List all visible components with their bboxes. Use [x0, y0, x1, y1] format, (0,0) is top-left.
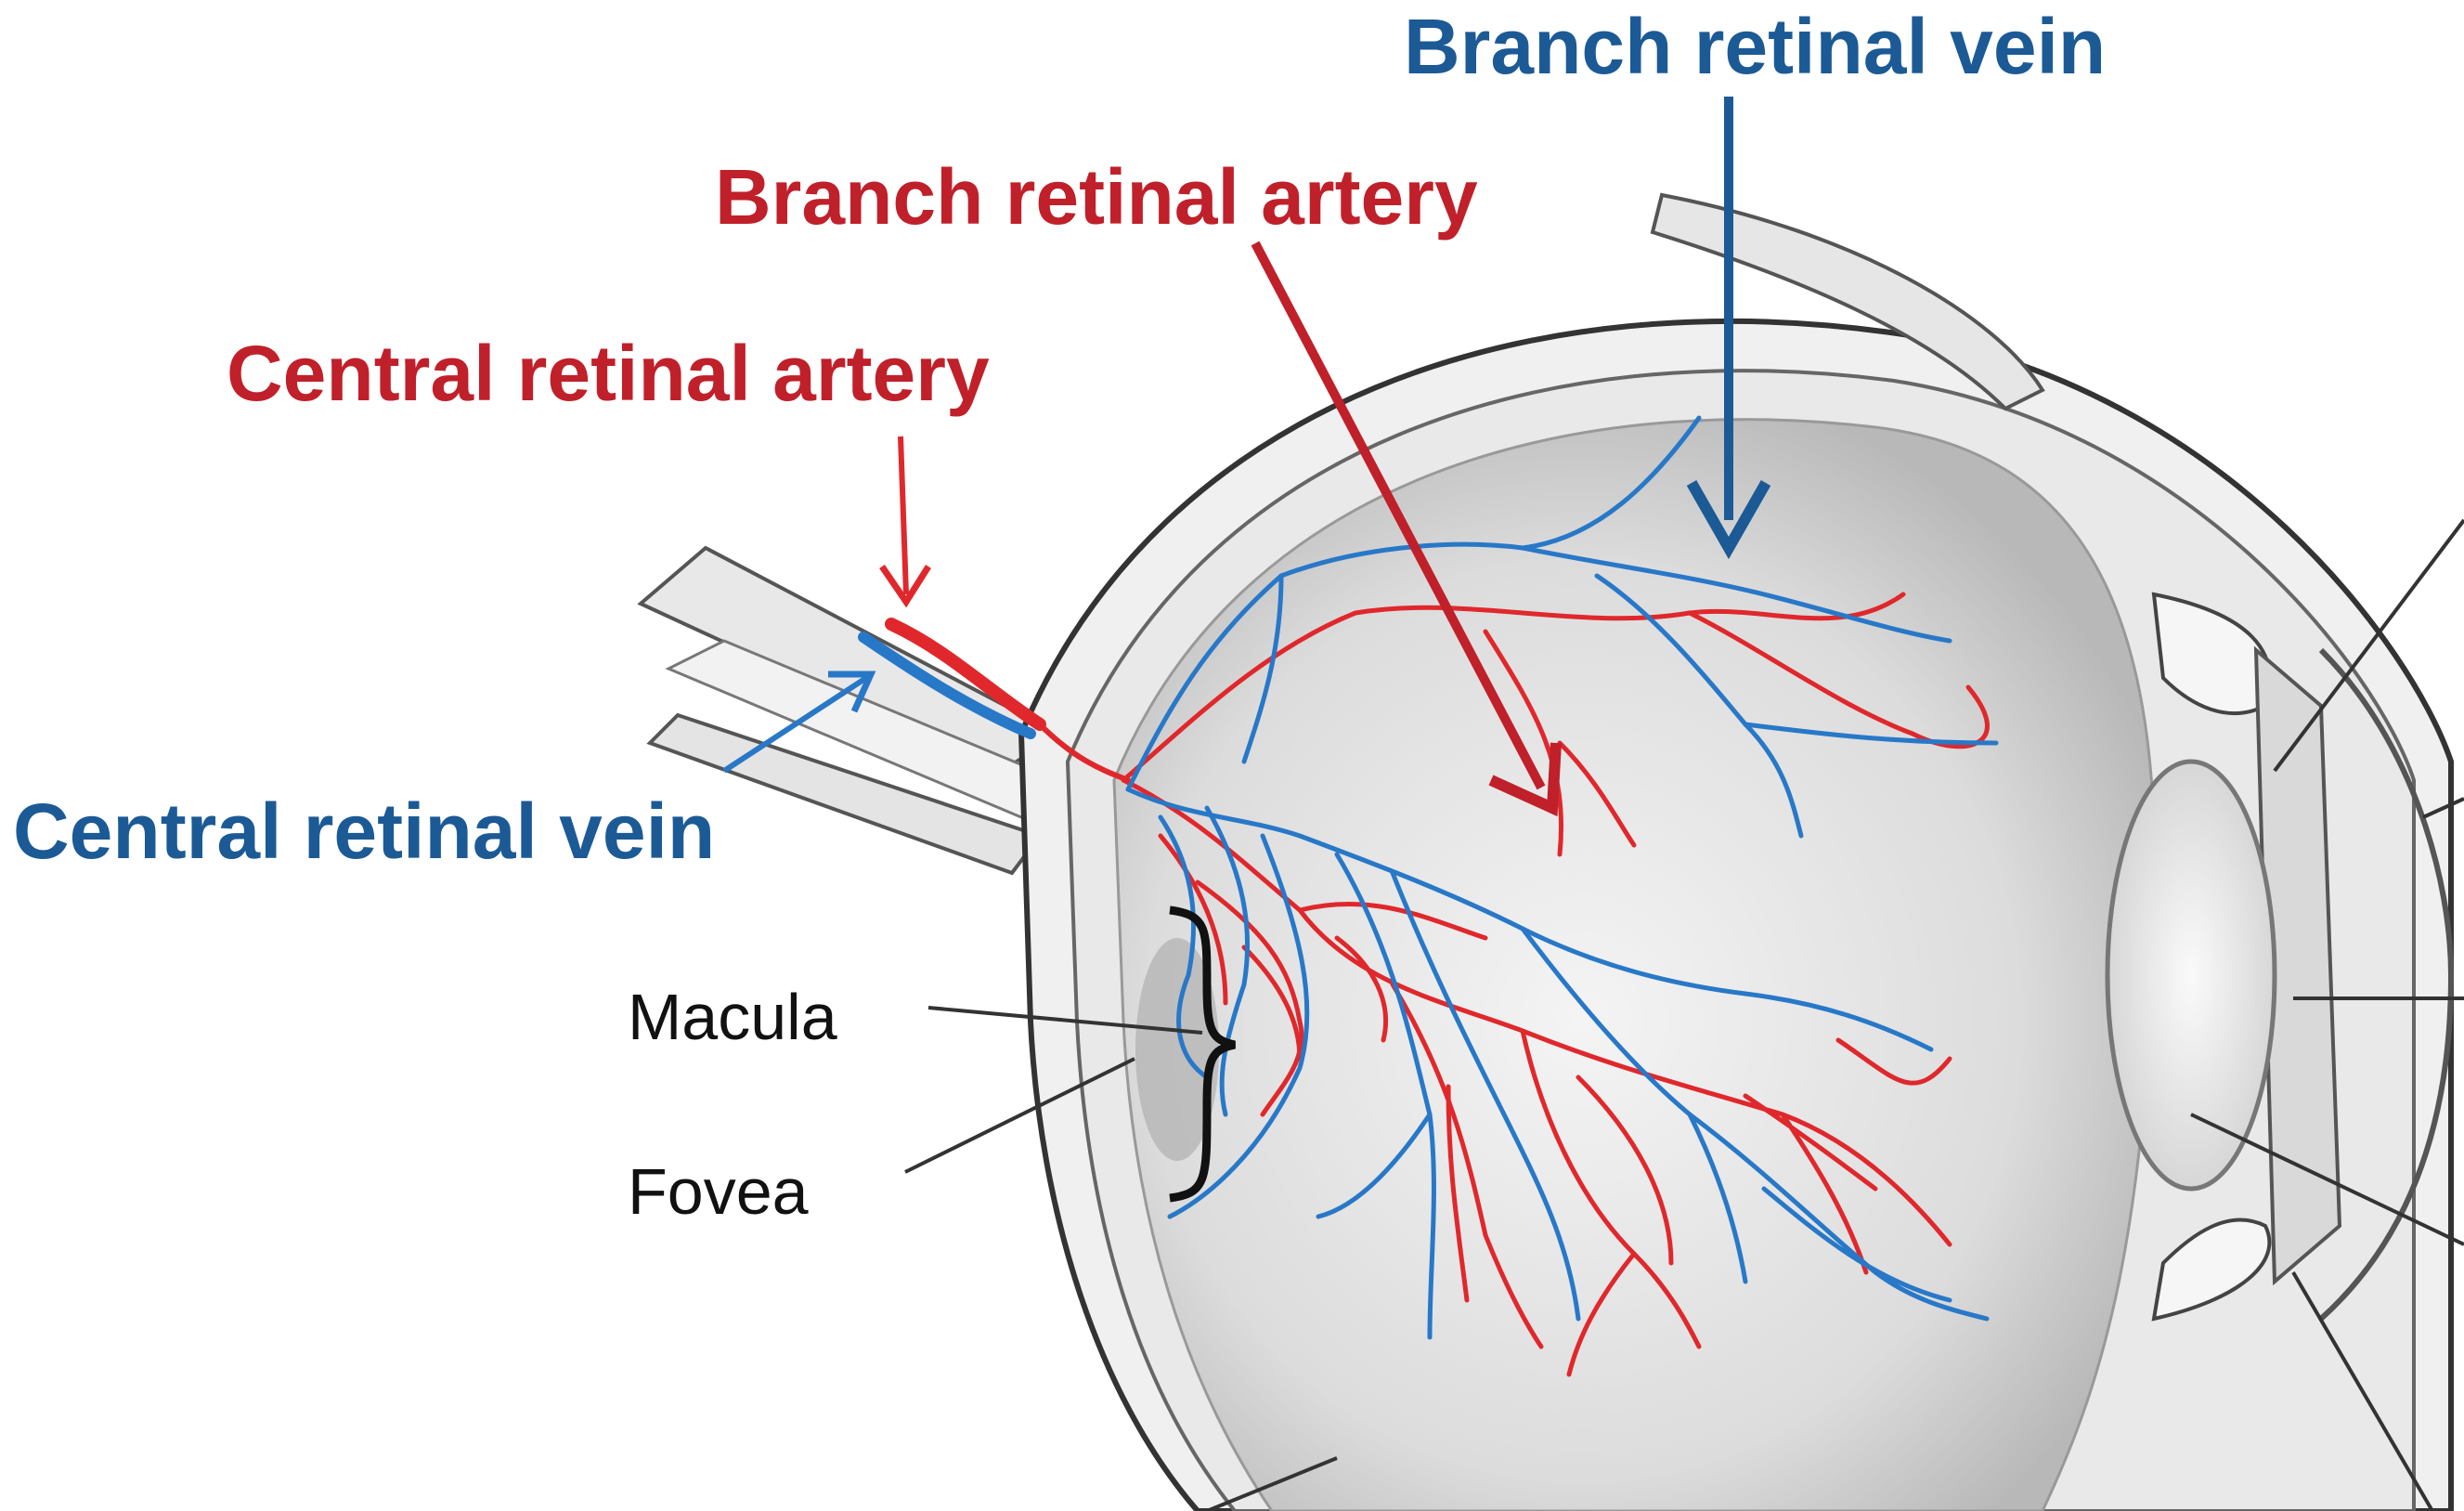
central-retinal-artery-arrow: [882, 436, 928, 602]
macula-label: Macula: [628, 984, 837, 1049]
branch-retinal-vein-label: Branch retinal vein: [1404, 7, 2106, 85]
lens: [2107, 762, 2275, 1189]
central-retinal-artery-label: Central retinal artery: [227, 334, 990, 412]
fovea-label: Fovea: [628, 1159, 809, 1224]
branch-retinal-artery-label: Branch retinal artery: [715, 158, 1478, 236]
central-retinal-vein-label: Central retinal vein: [13, 792, 724, 870]
